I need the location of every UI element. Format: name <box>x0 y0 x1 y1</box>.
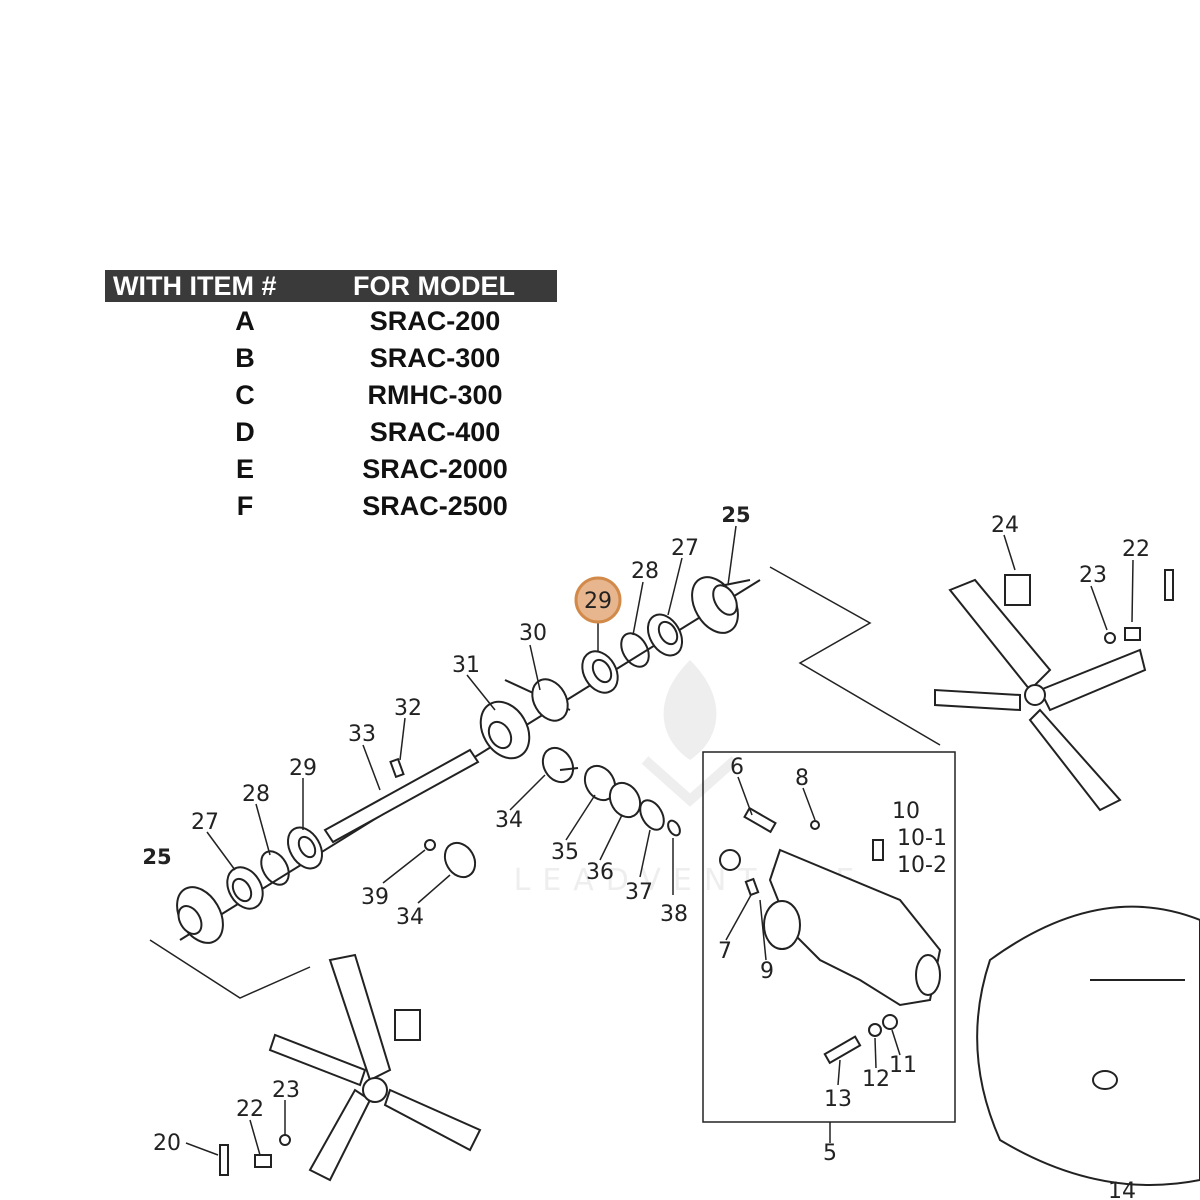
callout-14[interactable]: 14 <box>1108 1179 1136 1200</box>
row-model: RMHC-300 <box>367 380 503 410</box>
callout-32[interactable]: 32 <box>394 696 422 721</box>
row-item: B <box>235 343 255 373</box>
callout-35[interactable]: 35 <box>551 840 579 865</box>
part-37-38-rings <box>639 799 681 837</box>
callout-6[interactable]: 6 <box>730 755 744 780</box>
part-27-upper-bearing <box>646 613 684 657</box>
row-model: SRAC-300 <box>369 343 501 373</box>
callout-25-left[interactable]: 25 <box>142 845 171 869</box>
model-table: WITH ITEM # FOR MODEL A SRAC-200 B SRAC-… <box>105 270 557 524</box>
table-row: A SRAC-200 <box>105 302 557 339</box>
model-table-header: WITH ITEM # FOR MODEL <box>105 270 557 302</box>
row-model: SRAC-2000 <box>362 454 508 484</box>
callout-12[interactable]: 12 <box>862 1067 890 1092</box>
callout-38[interactable]: 38 <box>660 902 688 927</box>
highlight-circle[interactable] <box>574 576 622 624</box>
callout-22-right[interactable]: 22 <box>1122 537 1150 562</box>
callout-27-left[interactable]: 27 <box>191 810 219 835</box>
callout-11[interactable]: 11 <box>889 1053 917 1078</box>
row-item: C <box>235 380 255 410</box>
part-32-key <box>389 757 405 779</box>
header-model-label: FOR MODEL <box>353 271 515 301</box>
callout-8[interactable]: 8 <box>795 766 809 791</box>
callout-10[interactable]: 10 <box>892 799 920 824</box>
watermark-flame-icon <box>663 660 717 760</box>
callout-24[interactable]: 24 <box>991 513 1019 538</box>
part-28-upper-ring <box>620 632 650 668</box>
rotor-hood <box>976 905 1200 1186</box>
callout-34-low[interactable]: 34 <box>396 905 424 930</box>
row-model: SRAC-400 <box>369 417 501 447</box>
row-model: SRAC-200 <box>369 306 501 336</box>
part-39-pin <box>424 839 436 851</box>
callout-29-highlight[interactable]: 29 <box>584 589 612 614</box>
row-model: SRAC-2500 <box>362 491 508 521</box>
callout-23-right[interactable]: 23 <box>1079 563 1107 588</box>
part-29-upper-bearing <box>581 650 619 694</box>
table-row: F SRAC-2500 <box>105 487 557 524</box>
part-25-upper-hub <box>691 576 751 634</box>
callout-7[interactable]: 7 <box>718 939 732 964</box>
upper-shaft-outline <box>769 566 941 746</box>
callout-10-1[interactable]: 10-1 <box>897 826 947 851</box>
callout-30[interactable]: 30 <box>519 621 547 646</box>
callout-27-top[interactable]: 27 <box>671 536 699 561</box>
header-item-label: WITH ITEM # <box>113 271 277 301</box>
callout-23-left[interactable]: 23 <box>272 1078 300 1103</box>
part-25-lower-hub <box>176 886 224 944</box>
callout-13[interactable]: 13 <box>824 1087 852 1112</box>
callout-25-top[interactable]: 25 <box>721 503 750 527</box>
callout-31[interactable]: 31 <box>452 653 480 678</box>
fasteners <box>219 569 1174 1176</box>
part-30-gear-shaft <box>504 678 571 722</box>
part-34-pinion <box>443 746 579 879</box>
callout-10-2[interactable]: 10-2 <box>897 853 947 878</box>
callout-34-mid[interactable]: 34 <box>495 808 523 833</box>
gearcase-inset-frame <box>702 751 956 1123</box>
row-item: F <box>236 491 254 521</box>
callout-37[interactable]: 37 <box>625 880 653 905</box>
row-item: A <box>235 306 255 336</box>
callout-20[interactable]: 20 <box>153 1131 181 1156</box>
callout-28-left[interactable]: 28 <box>242 782 270 807</box>
callout-5[interactable]: 5 <box>823 1141 837 1166</box>
gear-housing <box>719 848 942 1007</box>
leader-lines <box>185 525 1134 1156</box>
lower-tine-assembly <box>268 953 482 1182</box>
callout-29-left[interactable]: 29 <box>289 756 317 781</box>
callout-9[interactable]: 9 <box>760 959 774 984</box>
callout-39[interactable]: 39 <box>361 885 389 910</box>
table-row: B SRAC-300 <box>105 339 557 376</box>
callout-36[interactable]: 36 <box>586 860 614 885</box>
part-27-lower-bearing <box>226 866 264 910</box>
row-item: E <box>235 454 254 484</box>
table-row: C RMHC-300 <box>105 376 557 413</box>
row-item: D <box>235 417 255 447</box>
part-31-gear <box>479 700 531 760</box>
callout-22-left[interactable]: 22 <box>236 1097 264 1122</box>
callout-33[interactable]: 33 <box>348 722 376 747</box>
upper-tine-assembly <box>934 574 1147 812</box>
callout-28-top[interactable]: 28 <box>631 559 659 584</box>
part-29-lower-bearing <box>286 826 324 870</box>
table-row: D SRAC-400 <box>105 413 557 450</box>
table-row: E SRAC-2000 <box>105 450 557 487</box>
part-28-lower-ring <box>260 850 290 886</box>
lower-shaft-outline <box>149 939 311 999</box>
part-33-axle <box>323 748 480 844</box>
part-35-36-bearings <box>583 764 642 819</box>
